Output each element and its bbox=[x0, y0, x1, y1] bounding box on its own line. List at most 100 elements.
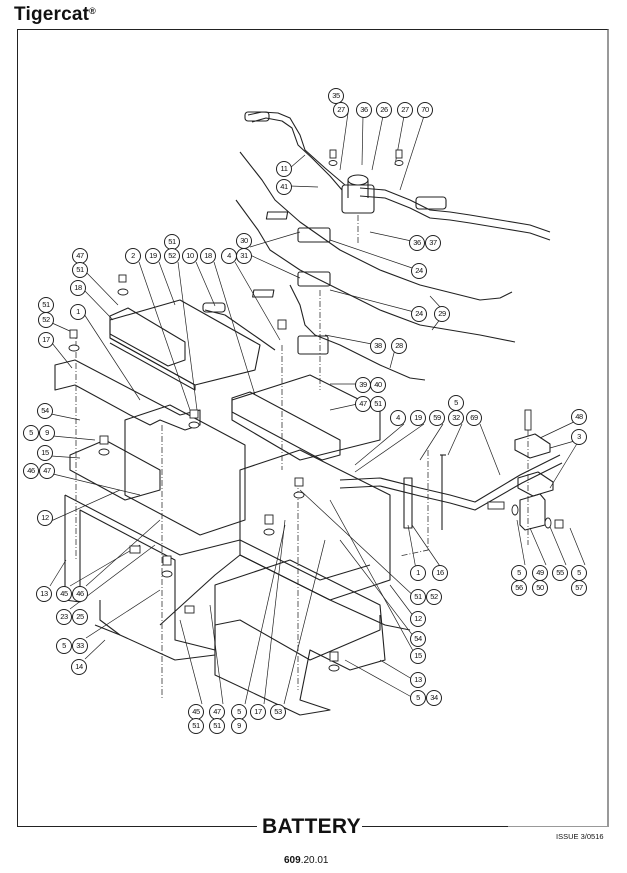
callout-balloon-38: 38 bbox=[370, 338, 386, 354]
callout-balloon-41: 41 bbox=[276, 179, 292, 195]
callout-balloon-51: 51 bbox=[188, 718, 204, 734]
callout-balloon-13: 13 bbox=[410, 672, 426, 688]
callout-balloon-9: 9 bbox=[39, 425, 55, 441]
lower-cable-53 bbox=[159, 554, 411, 631]
callout-balloon-12: 12 bbox=[37, 510, 53, 526]
callout-balloon-69: 69 bbox=[466, 410, 482, 426]
callout-balloon-56: 56 bbox=[511, 580, 527, 596]
callout-balloon-52: 52 bbox=[164, 248, 180, 264]
frame-bottom-rule-left bbox=[17, 826, 257, 827]
battery-cover-plate-right bbox=[231, 374, 381, 461]
mounting-frame-rear bbox=[214, 559, 386, 716]
callout-balloon-46: 46 bbox=[72, 586, 88, 602]
callout-balloon-46: 46 bbox=[23, 463, 39, 479]
callout-balloon-54: 54 bbox=[410, 631, 426, 647]
cable-69 bbox=[339, 454, 561, 503]
issue-label: ISSUE 3/0516 bbox=[556, 832, 604, 841]
callout-balloon-5: 5 bbox=[231, 704, 247, 720]
bracket-17 bbox=[54, 359, 201, 431]
frame-bottom-rule-shadow bbox=[508, 826, 608, 827]
page-title: BATTERY bbox=[262, 815, 361, 838]
page-number-suffix: .20.01 bbox=[300, 855, 329, 866]
callout-balloon-12: 12 bbox=[410, 611, 426, 627]
callout-balloon-4: 4 bbox=[390, 410, 406, 426]
callout-balloon-47: 47 bbox=[72, 248, 88, 264]
callout-balloon-5: 5 bbox=[571, 565, 587, 581]
callout-balloon-28: 28 bbox=[391, 338, 407, 354]
callout-balloon-29: 29 bbox=[434, 306, 450, 322]
mounting-frame-14 bbox=[99, 600, 216, 661]
callout-balloon-5: 5 bbox=[56, 638, 72, 654]
hold-down-bar-right bbox=[231, 391, 341, 461]
callout-balloon-50: 50 bbox=[532, 580, 548, 596]
callout-balloon-26: 26 bbox=[376, 102, 392, 118]
callout-balloon-48: 48 bbox=[571, 409, 587, 425]
bracket-15 bbox=[69, 439, 161, 501]
callout-balloon-51: 51 bbox=[410, 589, 426, 605]
callout-balloon-55: 55 bbox=[552, 565, 568, 581]
callout-balloon-45: 45 bbox=[56, 586, 72, 602]
callout-balloon-30: 30 bbox=[236, 233, 252, 249]
callout-balloon-39: 39 bbox=[355, 377, 371, 393]
callout-balloon-24: 24 bbox=[411, 263, 427, 279]
rod-29-lower bbox=[235, 199, 516, 343]
callout-balloon-19: 19 bbox=[410, 410, 426, 426]
registered-mark: ® bbox=[89, 6, 97, 16]
callout-balloon-25: 25 bbox=[72, 609, 88, 625]
callout-balloon-5: 5 bbox=[448, 395, 464, 411]
callout-balloon-36: 36 bbox=[409, 235, 425, 251]
callout-balloon-51: 51 bbox=[72, 262, 88, 278]
frame-bottom-rule-right bbox=[362, 826, 608, 827]
callout-balloon-27: 27 bbox=[333, 102, 349, 118]
callout-balloon-14: 14 bbox=[71, 659, 87, 675]
callout-balloon-1: 1 bbox=[410, 565, 426, 581]
callout-balloon-5: 5 bbox=[410, 690, 426, 706]
brand-logo: Tigercat® bbox=[14, 4, 96, 26]
callout-balloon-34: 34 bbox=[426, 690, 442, 706]
callout-balloon-17: 17 bbox=[38, 332, 54, 348]
callout-balloon-5: 5 bbox=[511, 565, 527, 581]
callout-balloon-10: 10 bbox=[182, 248, 198, 264]
callout-balloon-52: 52 bbox=[426, 589, 442, 605]
callout-balloon-11: 11 bbox=[276, 161, 292, 177]
callout-balloon-51: 51 bbox=[38, 297, 54, 313]
callout-balloon-51: 51 bbox=[370, 396, 386, 412]
callout-balloon-19: 19 bbox=[145, 248, 161, 264]
callout-balloon-5: 5 bbox=[23, 425, 39, 441]
callout-balloon-24: 24 bbox=[411, 306, 427, 322]
callout-balloon-32: 32 bbox=[448, 410, 464, 426]
hold-down-bar-18 bbox=[109, 307, 186, 367]
callout-balloon-53: 53 bbox=[270, 704, 286, 720]
callout-balloon-18: 18 bbox=[200, 248, 216, 264]
callout-balloon-70: 70 bbox=[417, 102, 433, 118]
callout-balloon-57: 57 bbox=[571, 580, 587, 596]
solenoid-relay bbox=[341, 174, 375, 214]
battery-left bbox=[124, 404, 246, 536]
callout-balloon-31: 31 bbox=[236, 248, 252, 264]
page-number-section: 609 bbox=[284, 855, 301, 866]
callout-balloon-52: 52 bbox=[38, 312, 54, 328]
callout-balloon-54: 54 bbox=[37, 403, 53, 419]
callout-balloon-2: 2 bbox=[125, 248, 141, 264]
callout-balloon-16: 16 bbox=[432, 565, 448, 581]
callout-balloon-33: 33 bbox=[72, 638, 88, 654]
callout-balloon-59: 59 bbox=[429, 410, 445, 426]
callout-balloon-23: 23 bbox=[56, 609, 72, 625]
callout-balloon-17: 17 bbox=[250, 704, 266, 720]
upper-battery-cable bbox=[244, 111, 551, 241]
callout-balloon-4: 4 bbox=[221, 248, 237, 264]
callout-balloon-15: 15 bbox=[37, 445, 53, 461]
callout-balloon-37: 37 bbox=[425, 235, 441, 251]
callout-balloon-9: 9 bbox=[231, 718, 247, 734]
callout-balloon-3: 3 bbox=[571, 429, 587, 445]
callout-balloon-47: 47 bbox=[39, 463, 55, 479]
callout-balloon-49: 49 bbox=[532, 565, 548, 581]
brand-name: Tigercat bbox=[14, 4, 90, 25]
callout-balloon-13: 13 bbox=[36, 586, 52, 602]
callout-balloon-1: 1 bbox=[70, 304, 86, 320]
callout-balloon-51: 51 bbox=[209, 718, 225, 734]
callout-balloon-27: 27 bbox=[397, 102, 413, 118]
callout-balloon-36: 36 bbox=[356, 102, 372, 118]
callout-balloon-40: 40 bbox=[370, 377, 386, 393]
